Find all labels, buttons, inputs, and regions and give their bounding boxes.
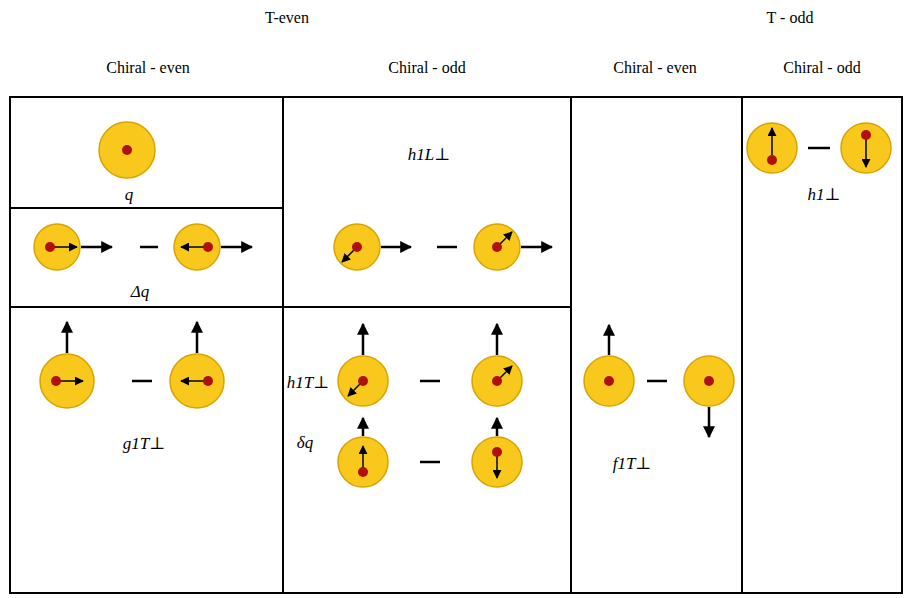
quark-dot <box>203 376 213 386</box>
nucleon-ball <box>99 122 155 178</box>
column-group-header: T-even <box>265 9 309 27</box>
quark-dot <box>704 376 714 386</box>
minus-sign <box>132 380 152 383</box>
nucleon-spin-arrow <box>708 407 711 437</box>
table-cell: h1L⊥ <box>282 96 572 308</box>
distribution-name: h1⊥ <box>808 186 841 205</box>
nucleon-ball <box>174 224 220 270</box>
nucleon-ball <box>34 224 80 270</box>
nucleon-spin-arrow <box>608 325 611 355</box>
quark-dot <box>352 242 362 252</box>
quark-dot <box>45 242 55 252</box>
nucleon-ball <box>584 356 634 406</box>
column-header: Chiral - even <box>106 59 190 77</box>
minus-sign <box>140 246 158 249</box>
quark-dot <box>358 467 368 477</box>
nucleon-ball <box>334 224 380 270</box>
minus-sign <box>420 380 440 383</box>
minus-sign <box>420 461 440 464</box>
nucleon-ball <box>40 354 94 408</box>
table-cell: h1T⊥ δq <box>282 306 572 594</box>
minus-sign <box>808 147 830 150</box>
quark-dot <box>122 145 132 155</box>
nucleon-spin-arrow <box>362 324 365 355</box>
nucleon-ball <box>338 356 388 406</box>
nucleon-ball <box>472 356 522 406</box>
nucleon-ball <box>684 356 734 406</box>
table-cell: q <box>9 96 284 209</box>
column-group-header: T - odd <box>767 9 814 27</box>
quark-dot <box>604 376 614 386</box>
nucleon-spin-arrow <box>221 246 252 249</box>
minus-sign <box>437 246 457 249</box>
nucleon-spin-arrow <box>362 418 365 436</box>
quark-dot <box>861 130 871 140</box>
table-cell: f1T⊥ <box>570 96 743 594</box>
nucleon-ball <box>841 123 891 173</box>
quark-dot <box>767 155 777 165</box>
distribution-name: h1T⊥ <box>287 374 329 393</box>
quark-dot <box>492 242 502 252</box>
nucleon-ball <box>170 354 224 408</box>
table-cell: Δq <box>9 207 284 308</box>
quark-dot <box>203 242 213 252</box>
nucleon-spin-arrow <box>496 324 499 355</box>
quark-dot <box>492 376 502 386</box>
nucleon-ball <box>472 437 522 487</box>
column-header: Chiral - odd <box>388 59 465 77</box>
nucleon-ball <box>747 123 797 173</box>
distribution-name: h1L⊥ <box>408 146 450 165</box>
nucleon-ball <box>474 224 520 270</box>
nucleon-spin-arrow <box>381 246 411 249</box>
table-cell: g1T⊥ <box>9 306 284 594</box>
distribution-name: g1T⊥ <box>123 435 165 454</box>
column-header: Chiral - odd <box>783 59 860 77</box>
nucleon-spin-arrow <box>81 246 112 249</box>
quark-dot <box>358 376 368 386</box>
nucleon-spin-arrow <box>66 322 69 353</box>
column-header: Chiral - even <box>613 59 697 77</box>
distribution-name: δq <box>297 434 313 453</box>
quark-dot <box>51 376 61 386</box>
nucleon-spin-arrow <box>521 246 552 249</box>
nucleon-ball <box>338 437 388 487</box>
quark-dot <box>492 447 502 457</box>
nucleon-spin-arrow <box>496 418 499 436</box>
table-cell: h1⊥ <box>741 96 903 594</box>
distribution-name: f1T⊥ <box>613 455 652 474</box>
distribution-name: q <box>125 186 134 205</box>
nucleon-spin-arrow <box>196 322 199 353</box>
distribution-name: Δq <box>131 283 149 302</box>
minus-sign <box>647 380 667 383</box>
